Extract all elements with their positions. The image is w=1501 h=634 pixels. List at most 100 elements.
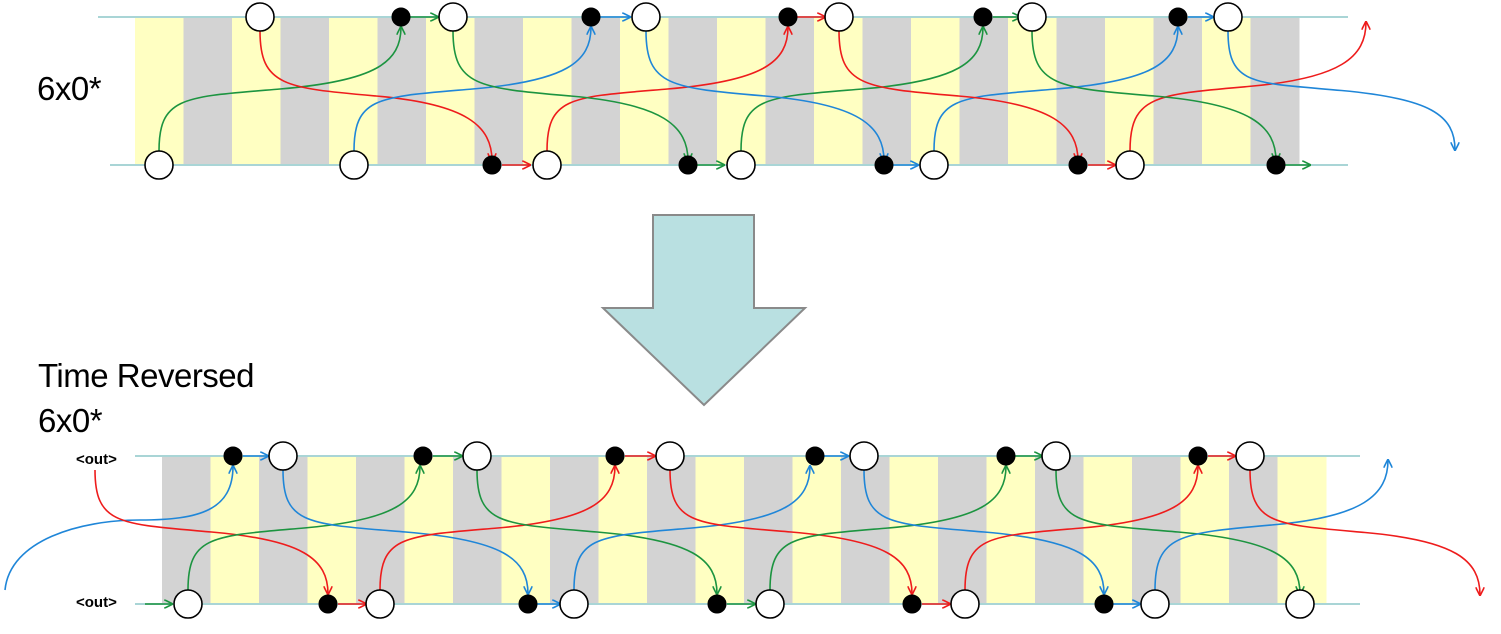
top-curve-5 <box>740 27 983 152</box>
bottom-stripe-yellow <box>1083 456 1133 604</box>
top-filled-node <box>778 7 798 27</box>
top-stripe-yellow <box>1105 17 1154 164</box>
top-stripe-gray <box>183 17 233 164</box>
bottom-curve-9 <box>863 469 1104 594</box>
bottom-stripe-yellow <box>889 456 939 604</box>
bottom-curve-10 <box>964 466 1198 591</box>
bottom-open-node <box>1285 589 1315 619</box>
top-curve-7 <box>933 27 1178 152</box>
bottom-stripe-gray <box>1229 456 1278 604</box>
bottom-open-node <box>365 589 395 619</box>
top-curve-0 <box>158 27 401 152</box>
top-open-node <box>532 150 562 180</box>
top-stripe-gray <box>377 17 427 164</box>
out-label-bottom: <out> <box>76 594 117 611</box>
bottom-curve-7 <box>669 469 912 594</box>
top-curve-6 <box>645 30 884 161</box>
bottom-open-node <box>655 441 685 471</box>
top-open-node <box>919 150 949 180</box>
top-stripe-gray <box>765 17 815 164</box>
top-stripe-gray <box>1250 17 1300 164</box>
bottom-stripe-yellow <box>695 456 745 604</box>
top-stripe-yellow <box>911 17 960 164</box>
top-stripe-gray <box>1153 17 1203 164</box>
bottom-curve-6 <box>573 466 810 591</box>
top-filled-node <box>1168 7 1188 27</box>
bottom-open-node <box>755 589 785 619</box>
top-diagram-label: 6x0* <box>37 70 102 107</box>
top-curve-3 <box>546 27 788 152</box>
bottom-curve-12 <box>1154 460 1388 591</box>
bottom-stripe-yellow <box>210 456 260 604</box>
bottom-open-node <box>559 589 589 619</box>
bottom-stripe-yellow <box>404 456 454 604</box>
bottom-filled-node <box>223 446 243 466</box>
bottom-open-node <box>849 441 879 471</box>
bottom-open-node <box>1041 441 1071 471</box>
top-curve-10 <box>1031 30 1276 161</box>
top-curve-1 <box>259 30 492 161</box>
top-open-node <box>631 2 661 32</box>
bottom-filled-node <box>996 446 1016 466</box>
bottom-curve-1 <box>94 469 328 594</box>
bottom-open-node <box>1235 441 1265 471</box>
bottom-open-node <box>950 589 980 619</box>
top-open-node <box>726 150 756 180</box>
top-open-node <box>144 150 174 180</box>
bottom-filled-node <box>902 594 922 614</box>
time-reverse-arrow <box>600 214 808 407</box>
bottom-curve-11 <box>1055 469 1300 594</box>
top-stripe-yellow <box>329 17 378 164</box>
bottom-diagram-title: Time Reversed <box>38 357 255 394</box>
top-curve-4 <box>452 30 688 161</box>
top-filled-node <box>874 155 894 175</box>
top-open-node <box>1213 2 1243 32</box>
bottom-stripe-yellow <box>986 456 1036 604</box>
bottom-filled-node <box>1094 594 1114 614</box>
bottom-stripe-yellow <box>1277 456 1327 604</box>
bottom-filled-node <box>318 594 338 614</box>
bottom-curve-3 <box>282 469 528 594</box>
out-label-top: <out> <box>76 451 117 468</box>
top-filled-node <box>1266 155 1286 175</box>
top-curve-2 <box>353 27 591 152</box>
top-filled-node <box>1068 155 1088 175</box>
bottom-open-node <box>1140 589 1170 619</box>
top-open-node <box>1115 150 1145 180</box>
top-filled-node <box>581 7 601 27</box>
bottom-curve-2 <box>187 466 420 591</box>
bottom-filled-node <box>605 446 625 466</box>
bottom-filled-node <box>1188 446 1208 466</box>
top-curve-9 <box>1129 22 1366 152</box>
bottom-stripe-yellow <box>307 456 357 604</box>
top-filled-node <box>391 7 411 27</box>
top-open-node <box>438 2 468 32</box>
bottom-filled-node <box>707 594 727 614</box>
top-open-node <box>824 2 854 32</box>
curves-layer <box>4 17 1480 604</box>
bottom-curve-5 <box>476 469 717 594</box>
top-open-node <box>339 150 369 180</box>
top-stripe-gray <box>959 17 1009 164</box>
top-curve-11 <box>1227 30 1455 150</box>
bottom-curve-13 <box>1249 469 1480 595</box>
bottom-open-node <box>268 441 298 471</box>
down-arrow-shape <box>600 214 808 407</box>
top-open-node <box>1017 2 1047 32</box>
top-filled-node <box>482 155 502 175</box>
bottom-open-node <box>462 441 492 471</box>
bottom-filled-node <box>413 446 433 466</box>
nodes-layer <box>144 2 1315 619</box>
bottom-filled-node <box>518 594 538 614</box>
top-stripe-gray <box>571 17 621 164</box>
top-curve-8 <box>838 30 1078 161</box>
bottom-stripe-yellow <box>598 456 648 604</box>
stripes-layer <box>135 17 1327 604</box>
bottom-stripe-yellow <box>792 456 842 604</box>
bottom-curve-8 <box>769 466 1006 591</box>
top-open-node <box>245 2 275 32</box>
top-filled-node <box>973 7 993 27</box>
bottom-open-node <box>173 589 203 619</box>
